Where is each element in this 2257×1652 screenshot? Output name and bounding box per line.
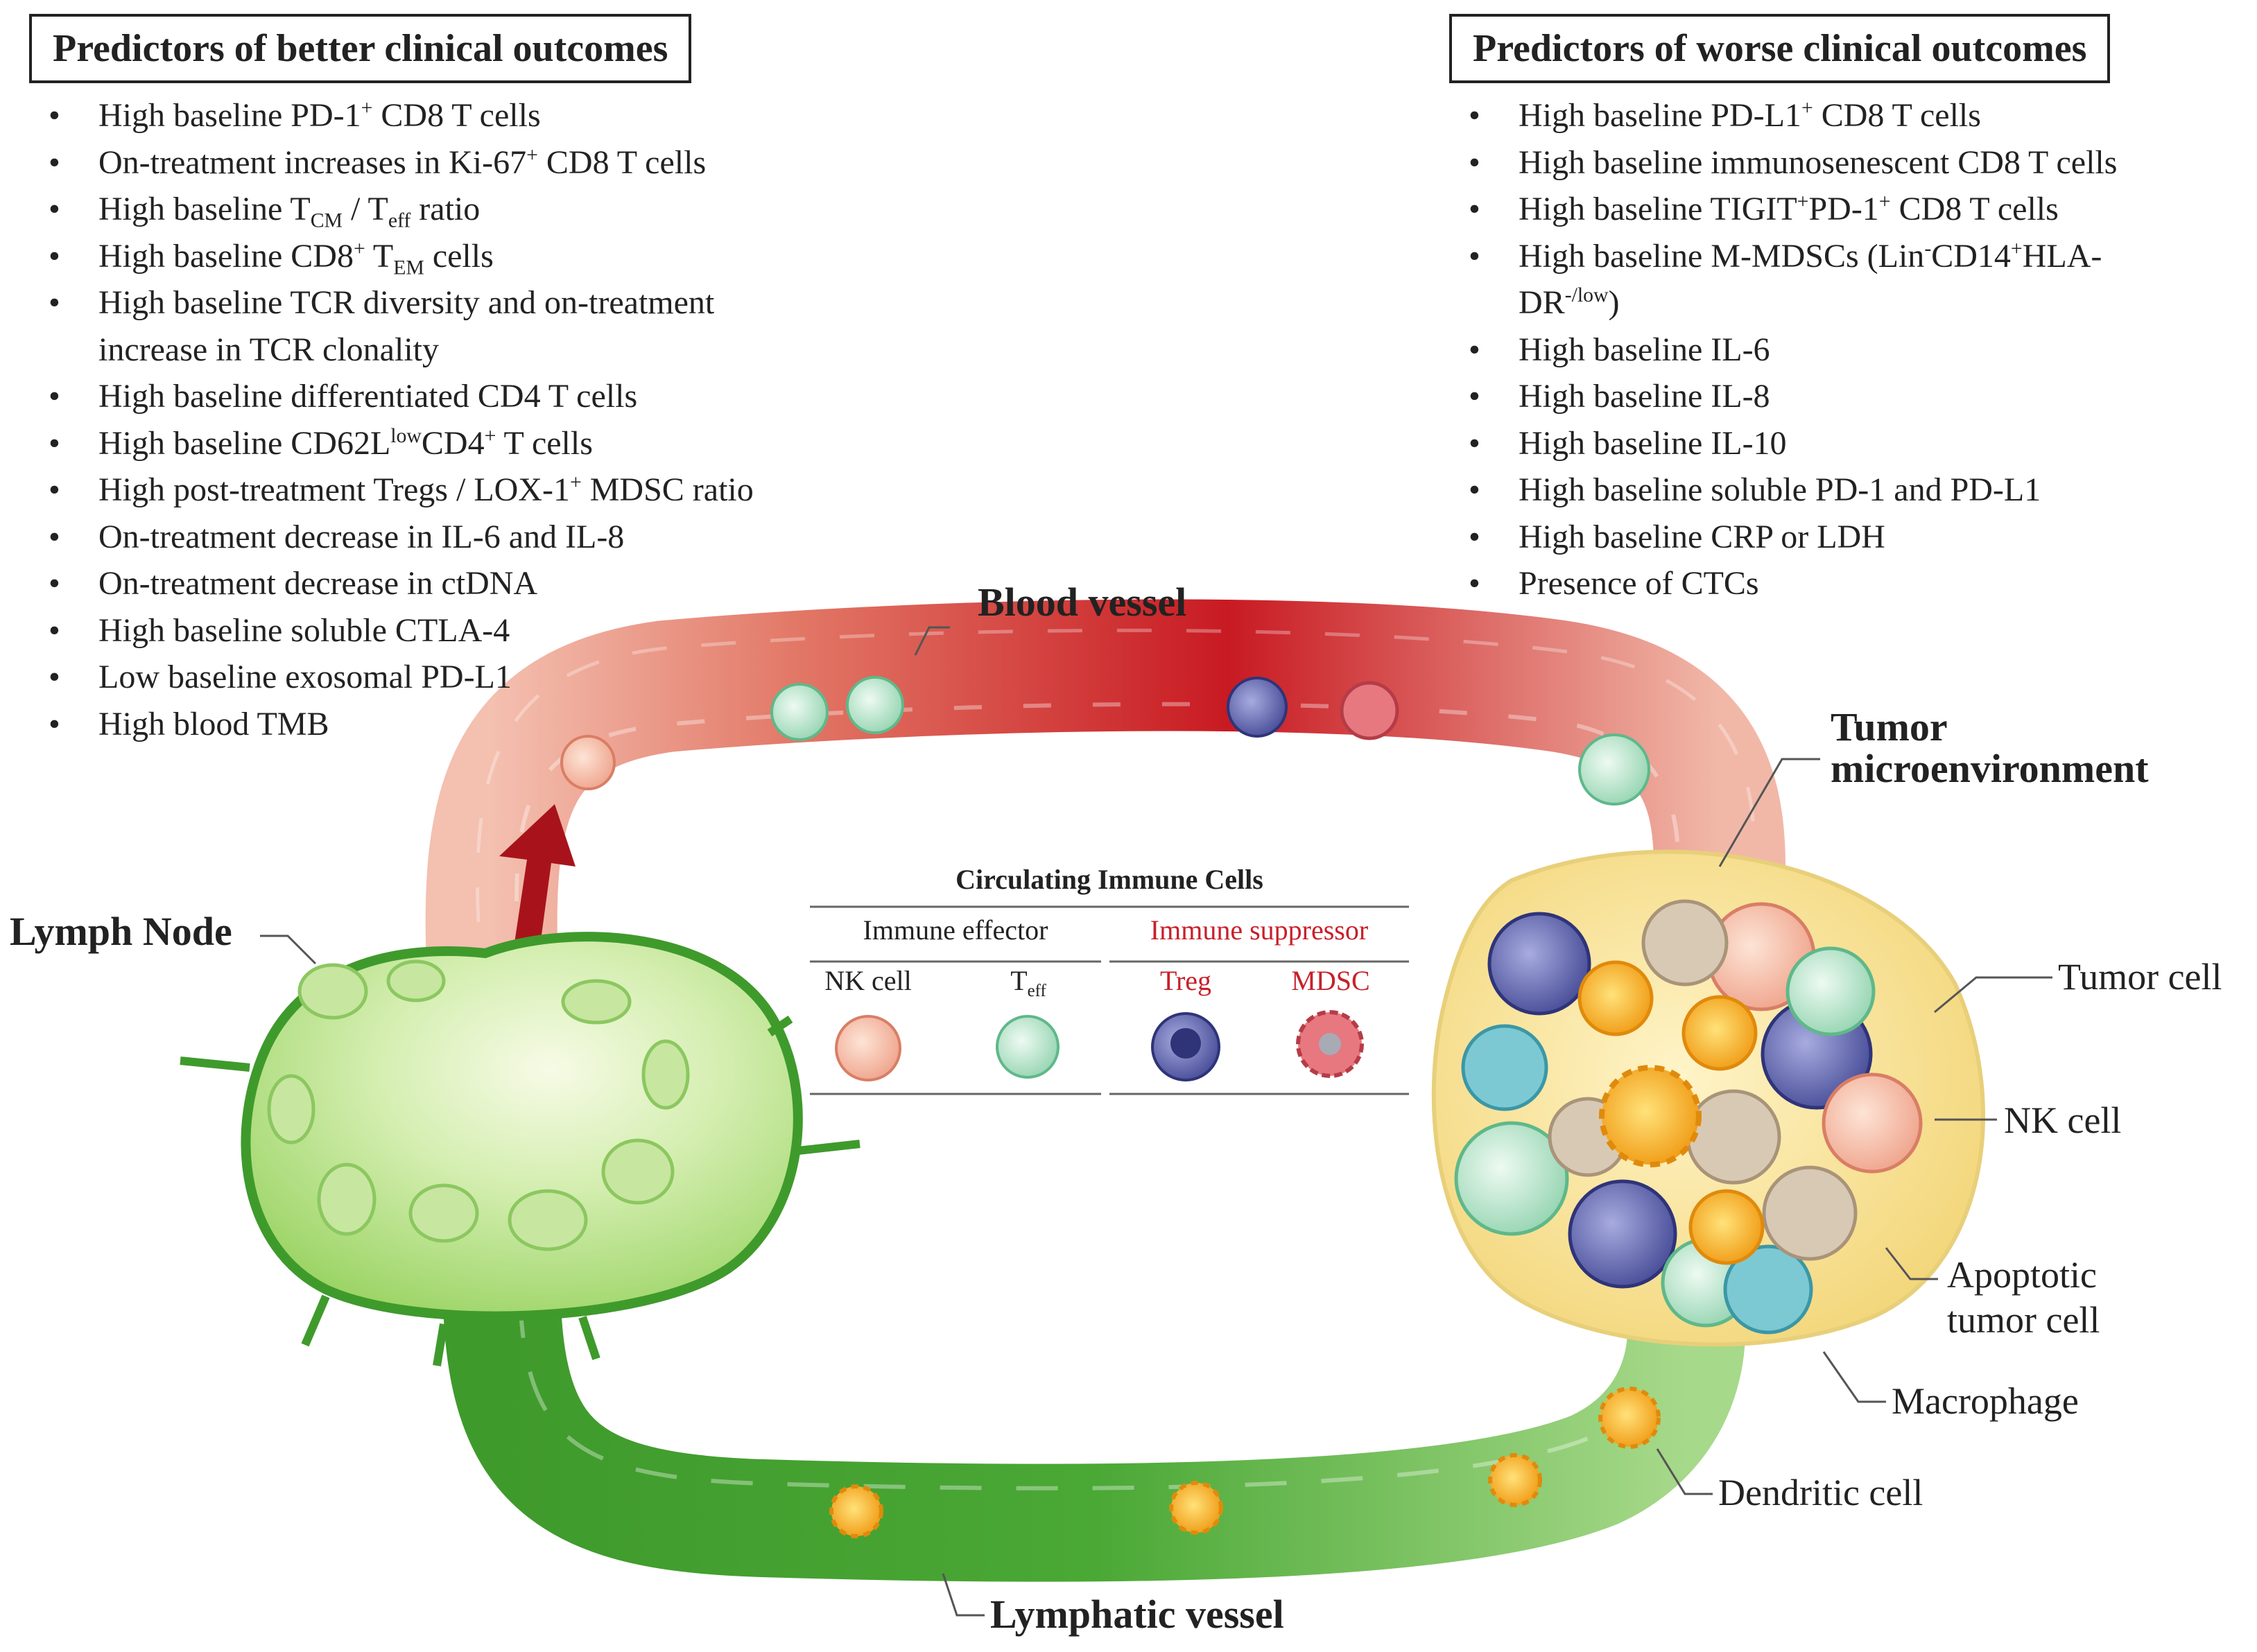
worse-outcomes-list: High baseline PD-L1+ CD8 T cells High ba… [1449,92,2117,607]
apoptotic-label-line1: Apoptotic [1947,1254,2097,1296]
list-item: High baseline PD-L1+ CD8 T cells [1449,92,2117,139]
apoptotic-label-line2: tumor cell [1947,1299,2100,1341]
lymphatic-vessel-label: Lymphatic vessel [990,1592,1284,1637]
list-item: High baseline M-MDSCs (Lin-CD14+HLA-DR-/… [1449,233,2117,327]
legend-teff-icon [996,1015,1060,1079]
tumor-cell-label: Tumor cell [2058,956,2222,998]
nk-cell-label: NK cell [2004,1099,2122,1141]
lymph-node [180,932,861,1366]
list-item: High baseline IL-10 [1449,420,2117,467]
macrophage-label: Macrophage [1892,1380,2079,1422]
tme-label-line1: Tumor [1831,704,1948,749]
tumor-cluster [1431,849,1985,1347]
list-item: High baseline immunosenescent CD8 T cell… [1449,139,2117,186]
list-item: Presence of CTCs [1449,560,2117,607]
blood-vessel-label: Blood vessel [978,580,1187,625]
list-item: High baseline TCR diversity and on-treat… [29,279,754,373]
leader-lines [260,626,2052,1617]
list-item: On-treatment decrease in ctDNA [29,560,754,607]
better-outcomes-title: Predictors of better clinical outcomes [53,27,668,70]
blood-cells [560,676,1650,806]
list-item: High baseline IL-6 [1449,327,2117,374]
list-item: High post-treatment Tregs / LOX-1+ MDSC … [29,467,754,514]
list-item: High baseline PD-1+ CD8 T cells [29,92,754,139]
dendritic-cell-label: Dendritic cell [1718,1472,1923,1513]
list-item: High baseline TCM / Teff ratio [29,186,754,233]
legend-suppressor-header: Immune suppressor [1150,914,1369,946]
list-item: High baseline IL-8 [1449,373,2117,420]
list-item: High baseline CRP or LDH [1449,514,2117,561]
list-item: High baseline CD8+ TEM cells [29,233,754,280]
better-outcomes-list: High baseline PD-1+ CD8 T cells On-treat… [29,92,754,747]
legend-treg-label: Treg [1159,965,1212,996]
better-outcomes-header: Predictors of better clinical outcomes [29,14,692,83]
list-item: Low baseline exosomal PD-L1 [29,654,754,701]
list-item: High baseline soluble CTLA-4 [29,607,754,654]
list-item: On-treatment increases in Ki-67+ CD8 T c… [29,139,754,186]
list-item: High baseline CD62LlowCD4+ T cells [29,420,754,467]
lymph-dendritic-cells [829,1386,1661,1538]
tme-label-line2: microenvironment [1831,746,2149,791]
list-item: High blood TMB [29,701,754,748]
list-item: High baseline differentiated CD4 T cells [29,373,754,420]
worse-outcomes-header: Predictors of worse clinical outcomes [1449,14,2111,83]
list-item: On-treatment decrease in IL-6 and IL-8 [29,514,754,561]
list-item: High baseline soluble PD-1 and PD-L1 [1449,467,2117,514]
worse-outcomes-title: Predictors of worse clinical outcomes [1473,27,2087,70]
legend-nk-icon [835,1015,901,1081]
legend-title: Circulating Immune Cells [955,864,1263,895]
legend-graphics [810,905,1409,1095]
lymph-node-label: Lymph Node [10,909,232,954]
legend-mdsc-label: MDSC [1291,965,1370,996]
legend-nk-label: NK cell [824,965,912,996]
legend-teff-label: Teff [1010,965,1046,1000]
list-item: High baseline TIGIT+PD-1+ CD8 T cells [1449,186,2117,233]
legend-effector-header: Immune effector [863,914,1048,946]
